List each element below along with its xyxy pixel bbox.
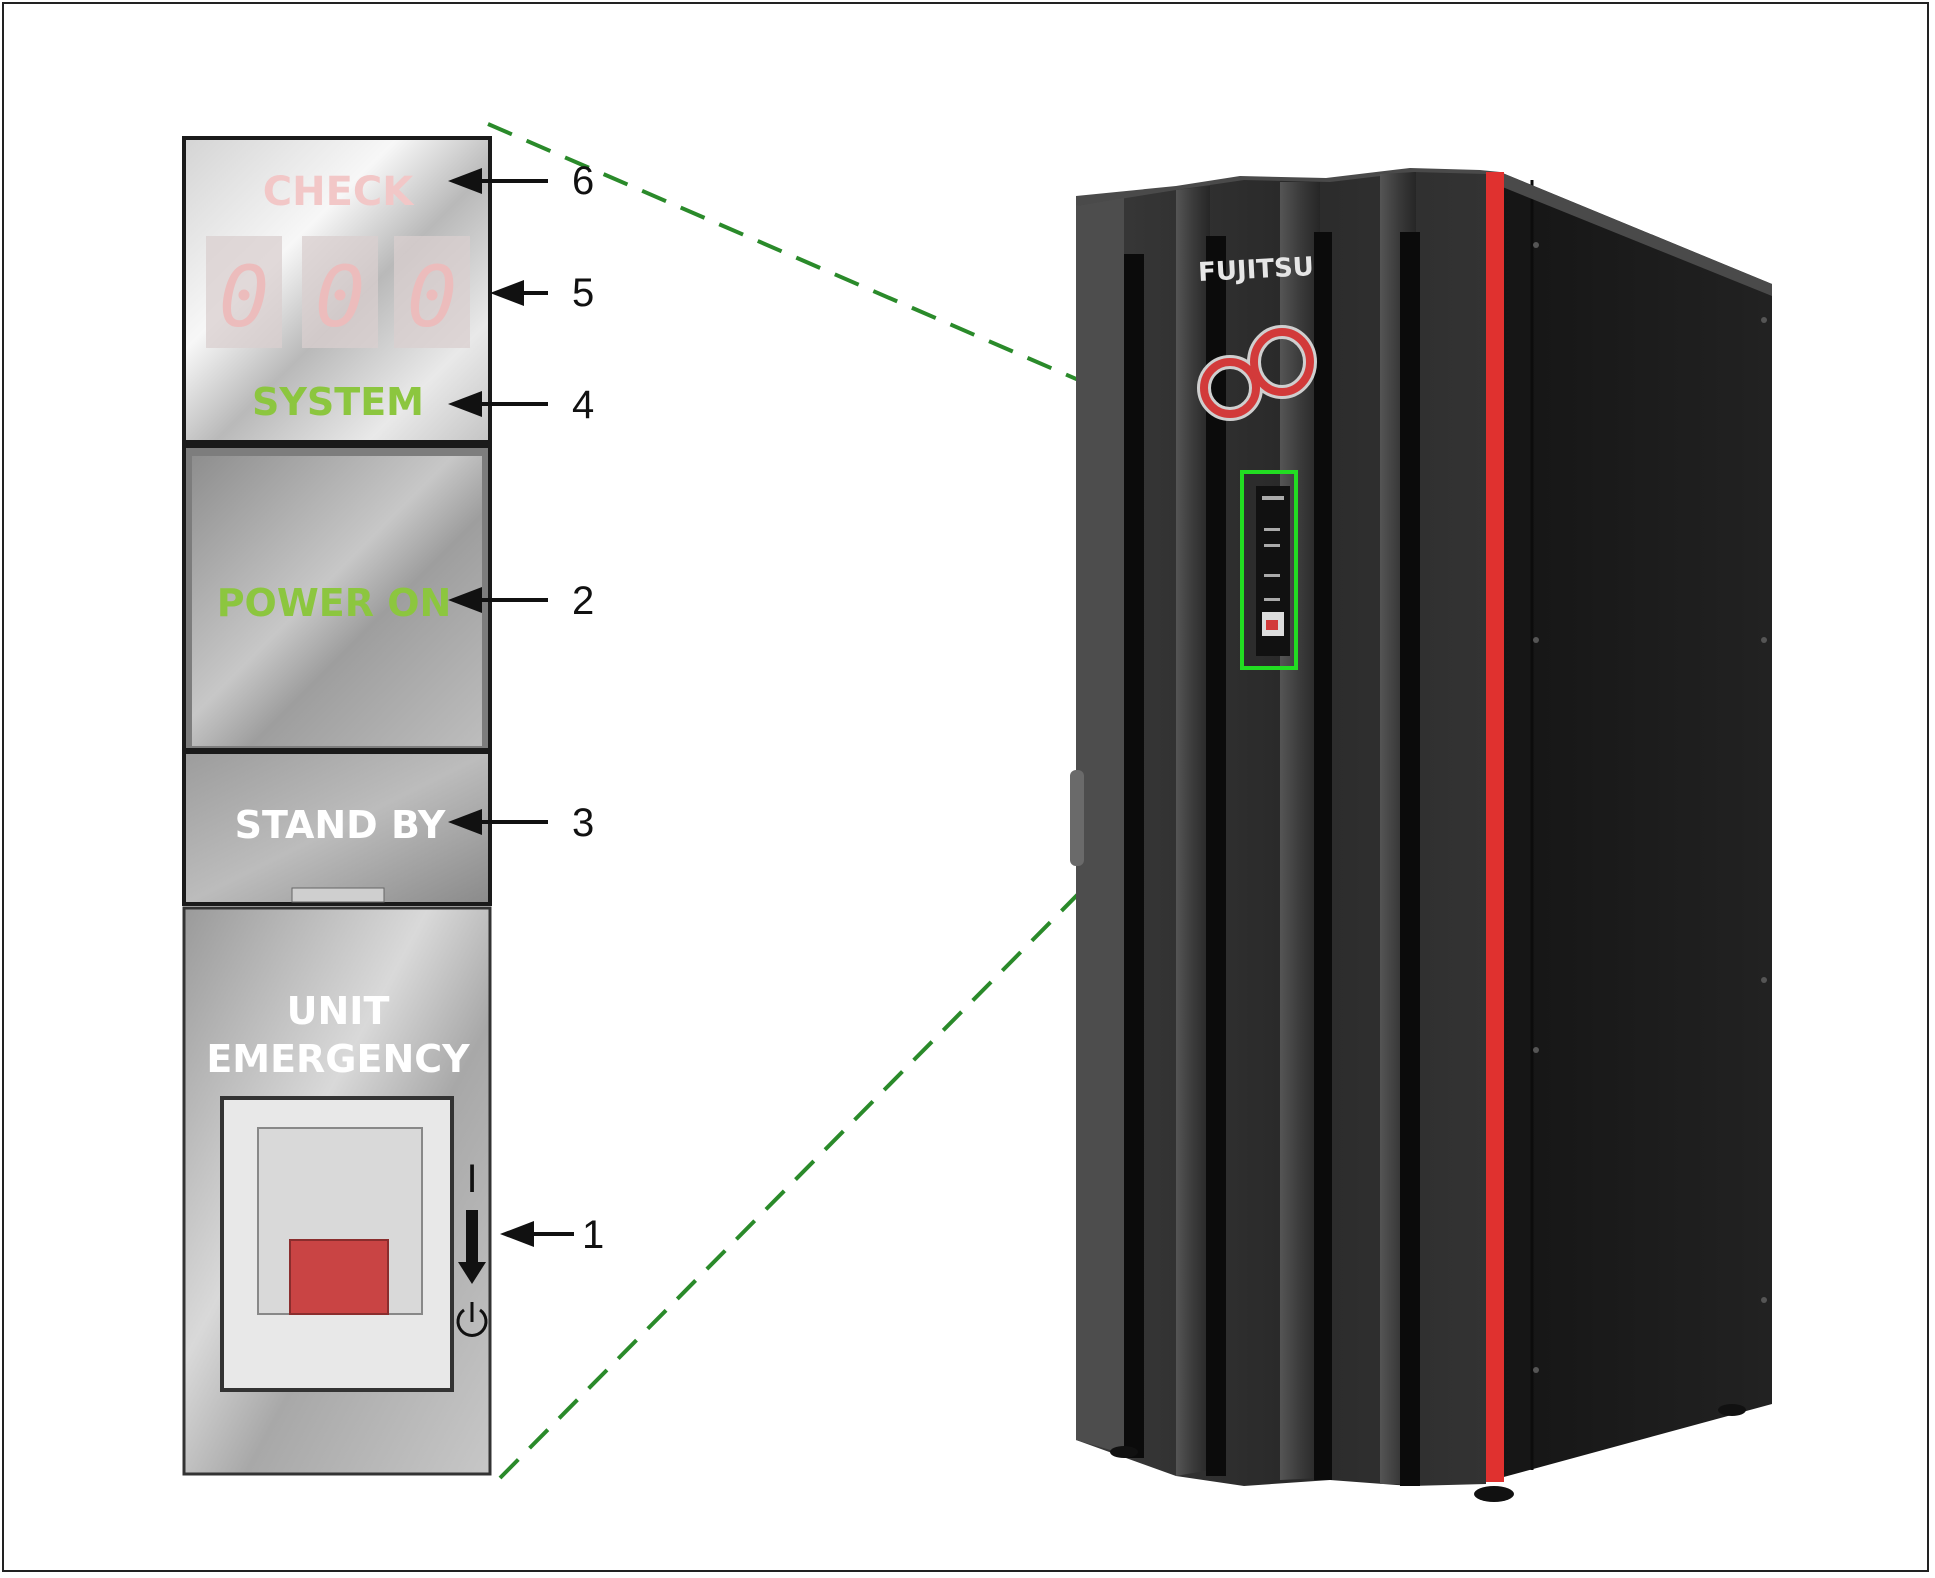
rack-side-panel: [1500, 172, 1772, 1478]
digit-cell-2: [302, 236, 378, 348]
display-digit-3: 0: [407, 248, 458, 346]
arrow-icon: [448, 391, 482, 417]
stand-by-label: STAND BY: [235, 803, 446, 847]
digit-cell-1: [206, 236, 282, 348]
power-on-button[interactable]: [192, 456, 482, 746]
power-on-label: POWER ON: [217, 581, 452, 625]
switch-on-symbol: I: [466, 1157, 477, 1201]
callout-number-5: 5: [572, 271, 594, 315]
callout-number-3: 3: [572, 801, 594, 845]
rack-red-accent-strip: [1486, 172, 1504, 1482]
callout-number-2: 2: [572, 579, 594, 623]
power-standby-icon: [456, 1302, 488, 1337]
callout-number-4: 4: [572, 383, 594, 427]
digit-cell-3: [394, 236, 470, 348]
callout-number-6: 6: [572, 159, 594, 203]
arrow-icon: [448, 168, 482, 194]
stand-by-button[interactable]: [182, 750, 492, 906]
arrow-icon: [448, 809, 482, 835]
server-rack: FUJITSU: [1070, 168, 1772, 1502]
seven-segment-display: 0 0 0: [206, 236, 470, 348]
callout-number-1: 1: [582, 1213, 604, 1257]
system-led-label: SYSTEM: [252, 380, 424, 424]
fujitsu-infinity-logo: [1197, 325, 1317, 421]
arrow-icon: [448, 587, 482, 613]
unit-emergency-label-line2: EMERGENCY: [206, 1037, 470, 1081]
arrow-icon: [490, 280, 524, 306]
display-digit-2: 0: [315, 248, 366, 346]
arrow-icon: [500, 1221, 534, 1247]
display-digit-1: 0: [219, 248, 270, 346]
rack-door-handle: [1070, 770, 1084, 866]
panel-highlight-box: [1240, 470, 1298, 670]
stand-by-hinge: [291, 887, 385, 903]
switch-direction-arrow-icon: [458, 1210, 486, 1284]
fujitsu-brand-text: FUJITSU: [1197, 252, 1314, 288]
rack-top: [1076, 168, 1772, 296]
check-label: CHECK: [263, 169, 416, 215]
operator-panel: CHECK 0 0 0 SYSTEM POWER ON STAND BY UNI…: [182, 136, 492, 1476]
unit-emergency-label-line1: UNIT: [287, 989, 390, 1033]
emergency-switch-button[interactable]: [289, 1239, 389, 1315]
callout-arrows: 6 5 4 2 3 1: [448, 159, 604, 1257]
